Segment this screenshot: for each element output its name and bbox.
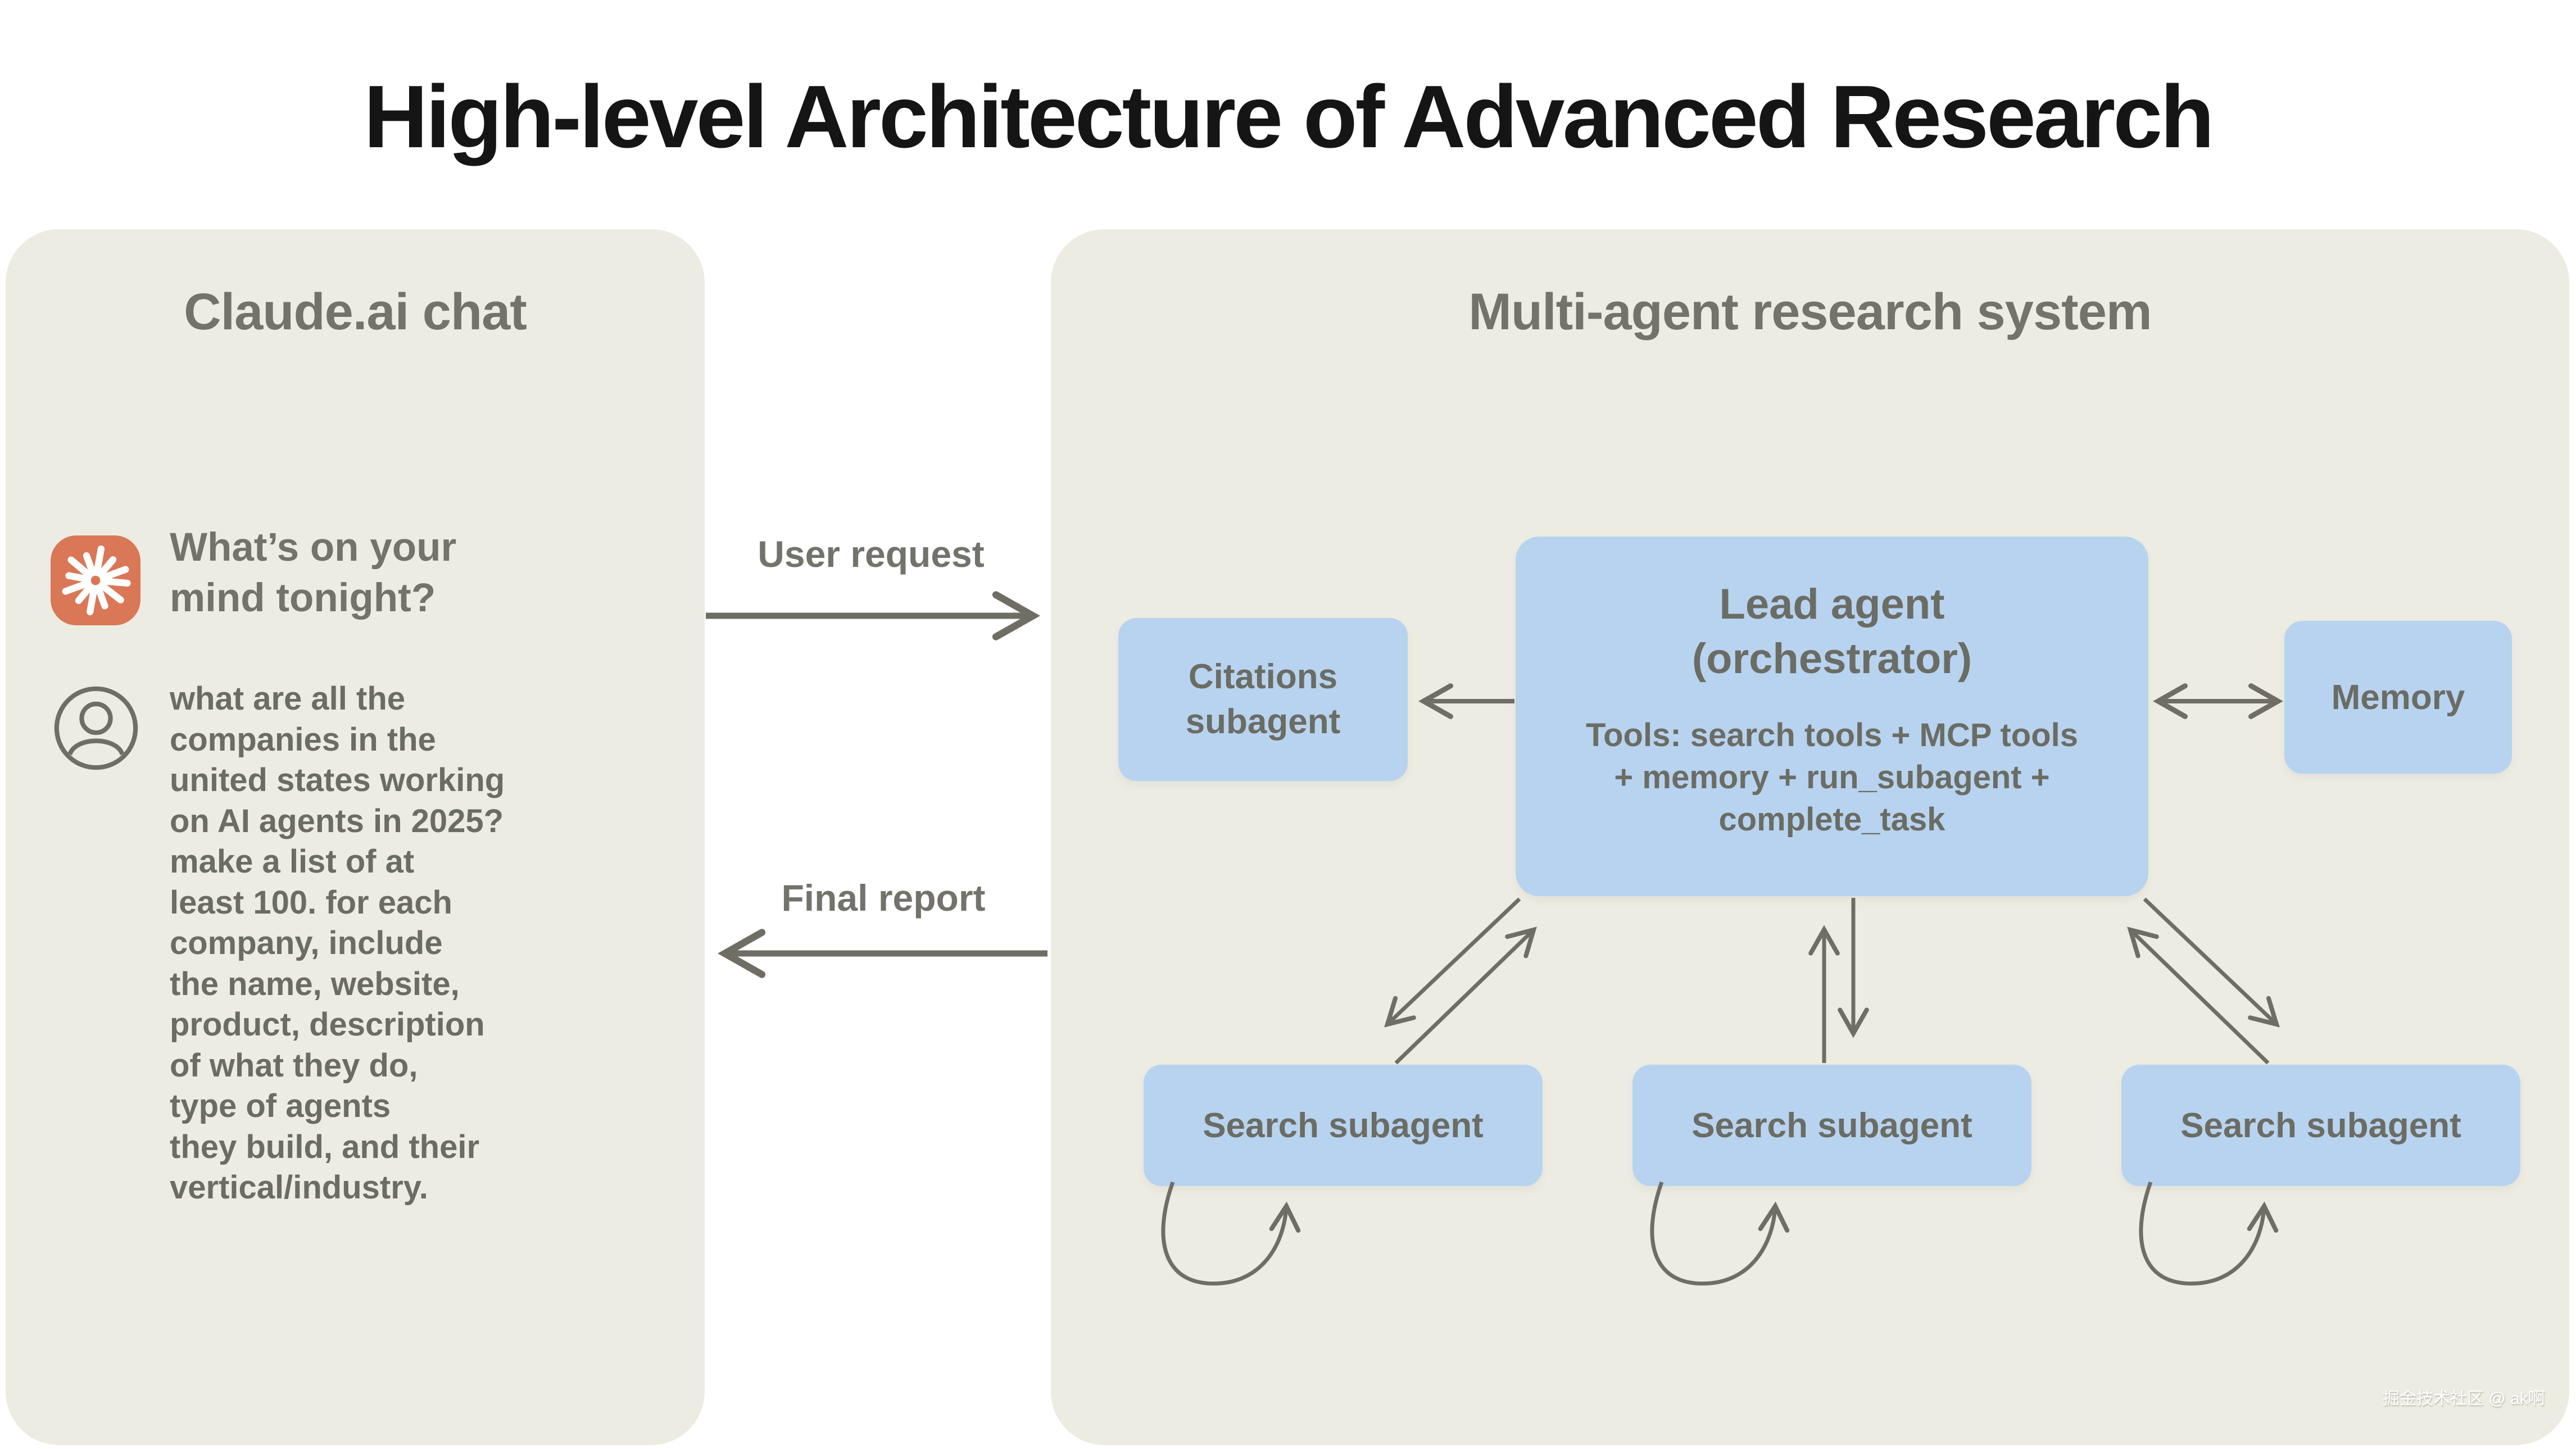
- search-subagent-box: Search subagent: [2121, 1065, 2520, 1186]
- search-subagent-box: Search subagent: [1144, 1065, 1543, 1186]
- multi-agent-panel: Multi-agent research system Lead agent (…: [1051, 229, 2569, 1445]
- prompt-heading: What’s on your mind tonight?: [170, 525, 457, 620]
- claude-chat-heading: Claude.ai chat: [184, 283, 527, 340]
- claude-logo-icon: [51, 535, 140, 625]
- multi-agent-heading: Multi-agent research system: [1468, 283, 2152, 340]
- lead-agent-tools: Tools: search tools + MCP tools + memory…: [1585, 717, 2079, 838]
- search-subagent-label: Search subagent: [1203, 1106, 1484, 1145]
- page-title: High-level Architecture of Advanced Rese…: [364, 67, 2214, 166]
- user-request-label: User request: [758, 533, 985, 575]
- watermark: 掘金技术社区 @ ak啊: [2383, 1389, 2545, 1408]
- lead-agent-title: Lead agent (orchestrator): [1691, 580, 1972, 683]
- citations-subagent-label: Citations subagent: [1185, 657, 1341, 741]
- final-report-label: Final report: [781, 877, 986, 919]
- citations-subagent-box: Citations subagent: [1118, 618, 1408, 781]
- lead-agent-box: Lead agent (orchestrator) Tools: search …: [1516, 537, 2148, 896]
- memory-box: Memory: [2284, 621, 2512, 774]
- user-query-text: what are all the companies in the united…: [170, 680, 505, 1206]
- claude-starburst-icon: [62, 545, 131, 616]
- memory-label: Memory: [2331, 678, 2465, 717]
- user-avatar-icon: [54, 686, 138, 770]
- claude-chat-panel: Claude.ai chat What’: [6, 229, 705, 1445]
- search-subagent-box: Search subagent: [1632, 1065, 2031, 1186]
- search-subagent-label: Search subagent: [1691, 1106, 1972, 1145]
- search-subagent-label: Search subagent: [2180, 1106, 2461, 1145]
